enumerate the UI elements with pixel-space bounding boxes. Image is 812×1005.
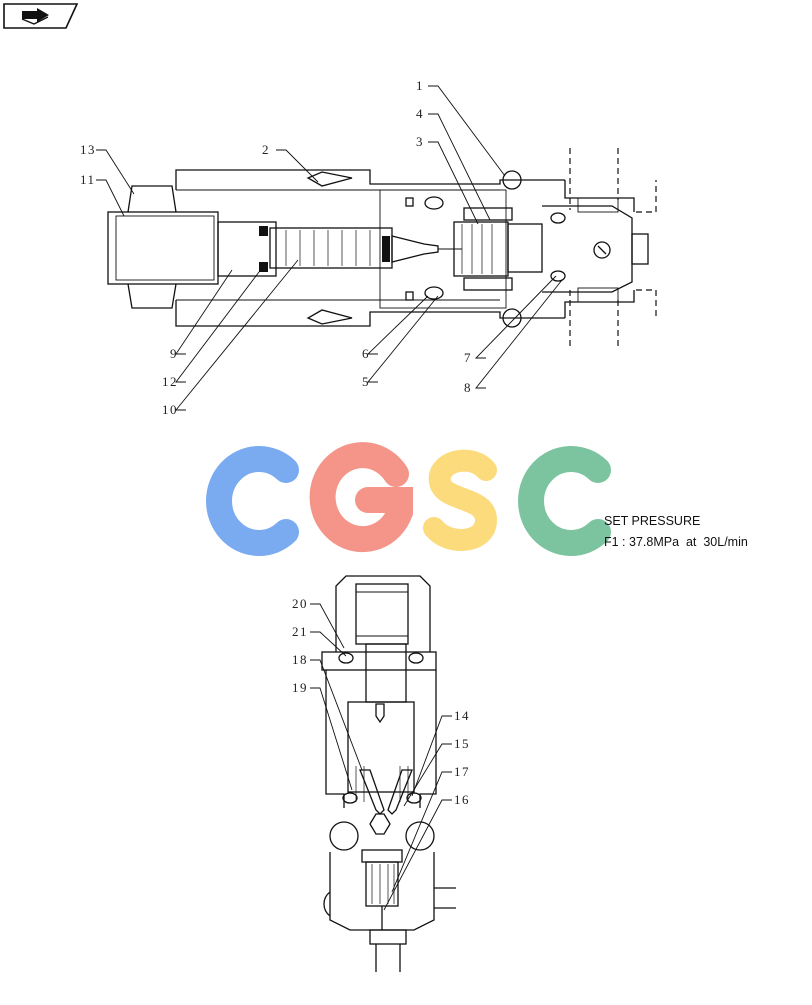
callout-19: 19: [292, 680, 308, 695]
arrow-right-icon[interactable]: [3, 3, 79, 29]
callout-3: 3: [416, 134, 424, 149]
top-callouts: 1 4 3 2 13 11 9 12 10 6 5 7 8: [80, 78, 472, 417]
top-valve-assembly: [107, 148, 657, 350]
callout-5: 5: [362, 374, 370, 389]
callout-14: 14: [454, 708, 470, 723]
callout-1: 1: [416, 78, 424, 93]
callout-18: 18: [292, 652, 308, 667]
callout-7: 7: [464, 350, 472, 365]
bottom-callout-leaders: [310, 603, 452, 911]
watermark-text: CGSC: [403, 547, 409, 549]
callout-13: 13: [80, 142, 96, 157]
callout-10: 10: [162, 402, 178, 417]
callout-20: 20: [292, 596, 308, 611]
callout-21: 21: [292, 624, 308, 639]
top-callout-leaders: [96, 85, 563, 411]
bottom-valve-assembly: [321, 575, 456, 972]
callout-9: 9: [170, 346, 178, 361]
set-pressure-value: F1 : 37.8MPa at 30L/min: [604, 535, 748, 549]
callout-16: 16: [454, 792, 470, 807]
bottom-callouts: 20 21 18 19 14 15 17 16: [292, 596, 470, 807]
set-pressure-title: SET PRESSURE: [604, 514, 701, 528]
callout-15: 15: [454, 736, 470, 751]
callout-2: 2: [262, 142, 270, 157]
callout-11: 11: [80, 172, 96, 187]
callout-8: 8: [464, 380, 472, 395]
callout-12: 12: [162, 374, 178, 389]
callout-17: 17: [454, 764, 470, 779]
callout-4: 4: [416, 106, 424, 121]
callout-6: 6: [362, 346, 370, 361]
watermark: CGSC: [206, 442, 611, 556]
